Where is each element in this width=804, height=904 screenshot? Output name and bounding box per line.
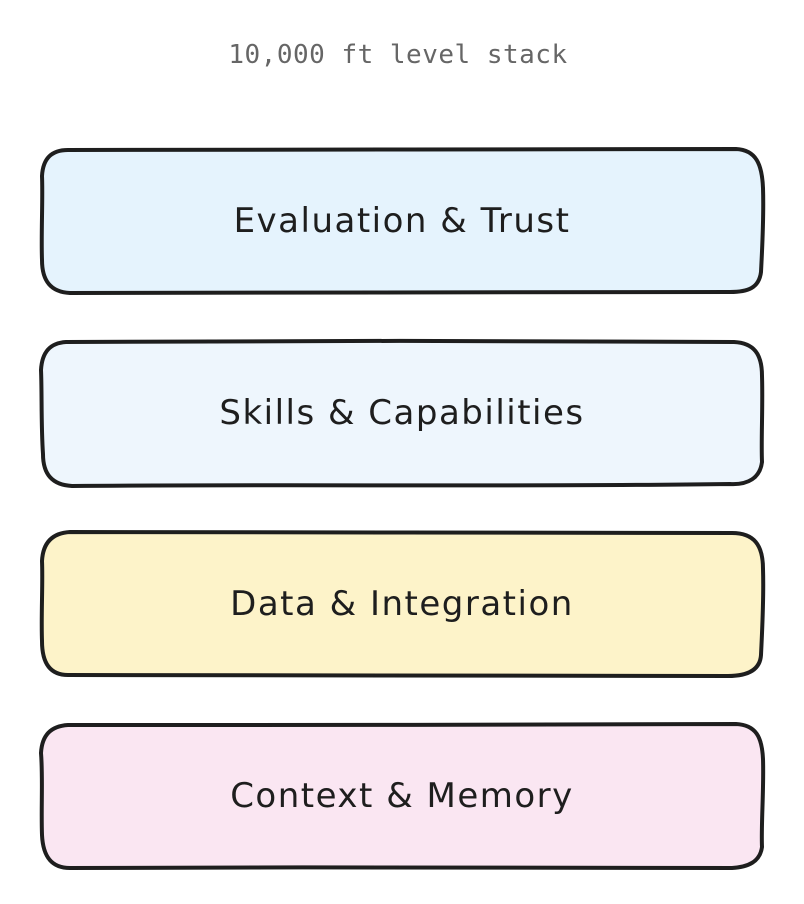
- layer-data-integration: Data & Integration: [39, 530, 766, 678]
- layer-label: Evaluation & Trust: [233, 201, 571, 241]
- layer-skills-capabilities: Skills & Capabilities: [39, 338, 765, 488]
- layer-label: Skills & Capabilities: [219, 393, 585, 433]
- layer-label: Context & Memory: [230, 776, 574, 816]
- layer-context-memory: Context & Memory: [39, 722, 766, 871]
- layer-box: [39, 147, 766, 295]
- layer-box: [39, 338, 765, 488]
- layer-evaluation-trust: Evaluation & Trust: [39, 147, 766, 295]
- layer-box: [39, 530, 766, 678]
- layer-box: [39, 722, 766, 871]
- layer-label: Data & Integration: [230, 584, 574, 624]
- diagram-title: 10,000 ft level stack: [228, 40, 568, 70]
